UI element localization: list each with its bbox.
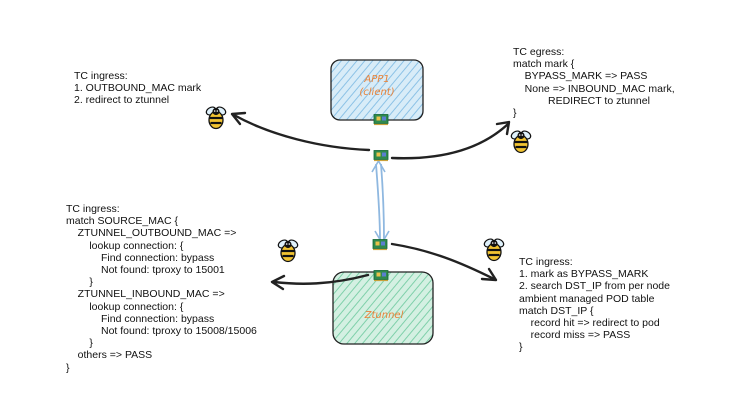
app-ingress-note: TC ingress: 1. OUTBOUND_MAC mark 2. redi… bbox=[74, 70, 202, 107]
nic-icon bbox=[373, 149, 389, 162]
arrow-to-node-ingress bbox=[390, 242, 498, 282]
nic-icon bbox=[373, 113, 389, 126]
bee-icon bbox=[203, 104, 229, 130]
ztunnel-box: Ztunnel bbox=[332, 271, 434, 345]
veth-link bbox=[371, 159, 390, 245]
bee-icon bbox=[508, 128, 534, 154]
app1-label: APP1 bbox=[363, 74, 389, 85]
bee-icon bbox=[481, 236, 507, 262]
ztunnel-label: Ztunnel bbox=[364, 310, 404, 321]
arrow-to-ztunnel-ingress bbox=[270, 273, 370, 291]
nic-icon bbox=[373, 269, 389, 282]
app1-box: APP1 (client) bbox=[330, 59, 424, 121]
arrow-to-app-egress bbox=[390, 120, 511, 160]
nic-icon bbox=[372, 238, 388, 251]
ztunnel-ingress-note: TC ingress: match SOURCE_MAC { ZTUNNEL_O… bbox=[66, 203, 257, 374]
arrow-to-app-ingress bbox=[230, 111, 371, 152]
bee-icon bbox=[275, 237, 301, 263]
node-ingress-note: TC ingress: 1. mark as BYPASS_MARK 2. se… bbox=[519, 256, 670, 354]
app1-sublabel: (client) bbox=[359, 87, 394, 98]
app-egress-note: TC egress: match mark { BYPASS_MARK => P… bbox=[513, 46, 675, 120]
